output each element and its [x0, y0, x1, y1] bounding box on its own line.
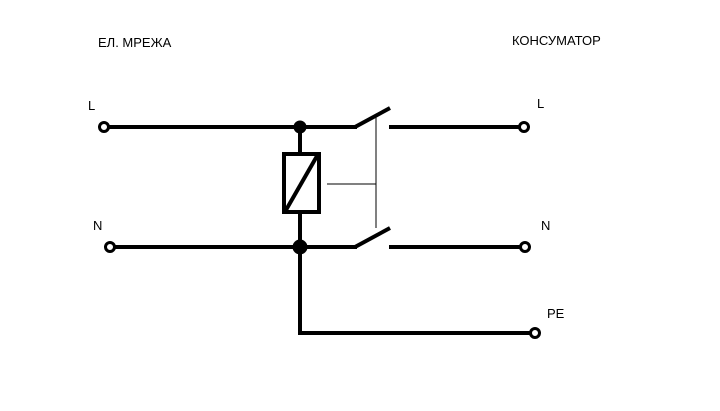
consumer-title: КОНСУМАТОР — [512, 33, 601, 48]
terminal-ring-icon — [98, 121, 110, 133]
grid-l-label: L — [88, 98, 96, 113]
grid-title: ЕЛ. МРЕЖА — [98, 35, 172, 50]
grid-n-label: N — [93, 218, 103, 233]
terminal-ring-icon — [529, 327, 541, 339]
terminal-ring-icon — [104, 241, 116, 253]
switch-l-blade — [354, 106, 391, 129]
consumer-n-label: N — [541, 218, 551, 233]
junction-dot-icon — [293, 120, 307, 134]
terminal-ring-icon — [519, 241, 531, 253]
relay-coil-icon — [282, 152, 321, 214]
consumer-pe-label: PE — [547, 306, 565, 321]
junction-dot-icon — [292, 239, 308, 255]
switch-n-blade — [354, 226, 391, 249]
consumer-l-label: L — [537, 96, 545, 111]
terminal-ring-icon — [518, 121, 530, 133]
